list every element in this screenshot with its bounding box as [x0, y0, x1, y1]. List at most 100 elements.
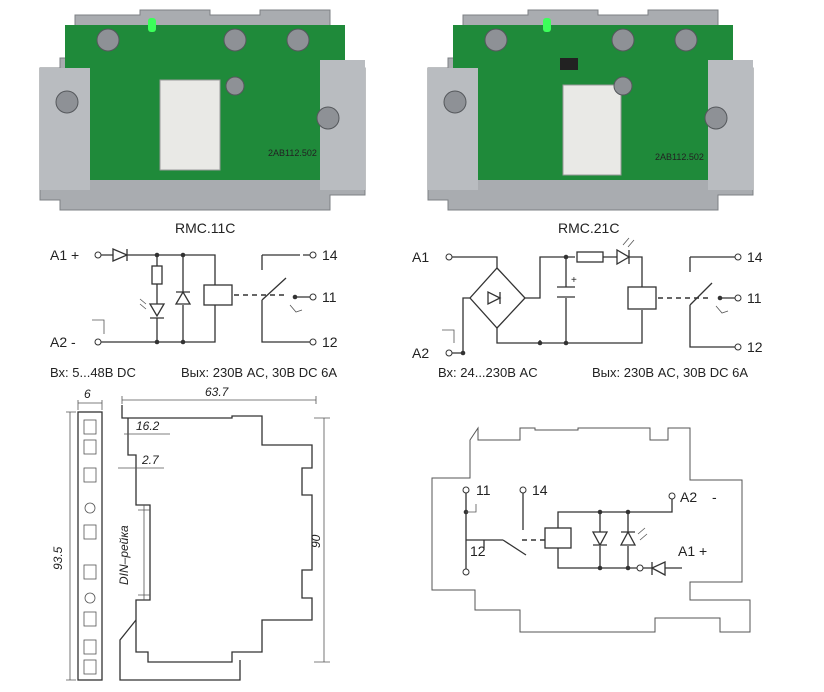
- label-a2: A2: [680, 489, 697, 505]
- terminal-11: [309, 293, 317, 301]
- profile-slot: [83, 467, 97, 483]
- junction-dot: [563, 254, 569, 260]
- dim-line-63-7: [121, 396, 317, 404]
- housing-front-right: [708, 60, 753, 190]
- screw-terminal: [611, 28, 635, 52]
- housing-front-left: [40, 68, 90, 190]
- terminal-a2-label: A2 -: [50, 334, 76, 350]
- terminal-a2: [445, 349, 453, 357]
- profile-slot: [83, 419, 97, 435]
- screw-terminal: [225, 76, 245, 96]
- wire-branches: [156, 255, 184, 342]
- dim-height-left: 93.5: [51, 546, 65, 570]
- din-rail-label: DIN–рейка: [117, 525, 131, 585]
- terminal-12-label: 12: [322, 334, 338, 350]
- terminal-14: [309, 251, 317, 259]
- screw-terminal: [316, 106, 340, 130]
- output-spec-left: Вых: 230В AC, 30В DC 6А: [181, 365, 337, 380]
- terminal-14: [519, 486, 527, 494]
- terminal-screws: [443, 28, 728, 130]
- junction-dot: [717, 295, 723, 301]
- diode-freewheel: [174, 290, 192, 305]
- terminal-11: [734, 294, 742, 302]
- junction-dot: [154, 252, 160, 258]
- output-spec-right: Вых: 230В AC, 30В DC 6А: [592, 365, 748, 380]
- capacitor: [557, 286, 575, 298]
- led-arrows: [139, 298, 147, 310]
- profile-slot: [83, 639, 97, 655]
- terminal-a2-label: A2: [412, 345, 429, 361]
- input-spec-left: Вх: 5...48В DC: [50, 365, 136, 380]
- profile-slot: [83, 659, 97, 675]
- terminal-14-label: 14: [747, 249, 763, 265]
- housing-outline: [431, 426, 751, 633]
- bridge-diode: [487, 290, 502, 306]
- terminal-a1-label: A1 +: [50, 247, 79, 263]
- screw-terminal: [96, 28, 120, 52]
- relay-coil: [203, 284, 233, 306]
- junction-dot: [597, 565, 603, 571]
- screw-terminal: [484, 28, 508, 52]
- model-label-right: RMC.21C: [558, 220, 619, 236]
- wire-branches: [599, 512, 629, 568]
- terminal-a2: [94, 338, 102, 346]
- profile-hole: [84, 502, 96, 514]
- terminal-12: [309, 338, 317, 346]
- housing-outline: [121, 405, 313, 663]
- terminal-11-label: 11: [747, 290, 762, 306]
- junction-dot: [154, 339, 160, 345]
- wire-dc: [496, 256, 643, 344]
- profile-slot: [83, 439, 97, 455]
- relay-coil: [627, 286, 657, 310]
- profile-slot: [83, 611, 97, 627]
- housing-schematic: 11 14 12 A2 - A1 +: [431, 426, 751, 633]
- side-profile-details: [83, 419, 97, 675]
- dim-width-small: 6: [84, 387, 91, 401]
- terminal-a1: [445, 253, 453, 261]
- dim-width-total: 63.7: [205, 385, 230, 399]
- terminal-screws: [55, 28, 340, 130]
- label-11: 11: [476, 482, 491, 498]
- housing-front-right: [320, 60, 365, 190]
- resistor: [151, 265, 163, 285]
- model-label-left: RMC.11C: [175, 220, 235, 236]
- wire-bottom: [101, 305, 216, 343]
- terminal-a1: [94, 251, 102, 259]
- wire-coil-top: [603, 256, 643, 287]
- pcb-print: 2AB112.502: [268, 148, 317, 158]
- relay-component: [159, 79, 221, 171]
- wire-coil: [557, 499, 673, 569]
- led-component: [148, 18, 156, 32]
- junction-dot: [537, 340, 543, 346]
- terminal-11: [462, 486, 470, 494]
- terminal-a1-label: A1: [412, 249, 429, 265]
- junction-dot: [625, 565, 631, 571]
- dim-height-right: 90: [309, 534, 323, 548]
- screw-terminal: [704, 106, 728, 130]
- screw-terminal: [613, 76, 633, 96]
- relay-photo-rmc11c: 2AB112.502: [39, 9, 366, 211]
- profile-slot: [83, 524, 97, 540]
- junction-dot: [563, 340, 569, 346]
- schematic-rmc21c: A1 A2 + 14 11 12: [412, 237, 763, 361]
- a2-marker: [92, 319, 105, 334]
- wire-a1: [452, 256, 498, 268]
- profile-slot: [83, 564, 97, 580]
- chip-component: [560, 58, 578, 70]
- relay-component: [562, 84, 622, 176]
- dim-line-93-5: [66, 411, 76, 681]
- screw-terminal: [223, 28, 247, 52]
- switch-hook: [466, 504, 477, 513]
- pcb-print: 2AB112.502: [655, 152, 704, 162]
- capacitor-plus: +: [571, 275, 577, 286]
- label-a2-sign: -: [712, 489, 717, 505]
- contact-wiring: [689, 256, 735, 348]
- junction-dot: [180, 252, 186, 258]
- junction-dot: [292, 294, 298, 300]
- a2-marker: [442, 329, 455, 343]
- led-diode: [619, 530, 637, 546]
- foot-detail: [119, 619, 241, 681]
- label-14: 14: [532, 482, 548, 498]
- terminal-12: [462, 568, 470, 576]
